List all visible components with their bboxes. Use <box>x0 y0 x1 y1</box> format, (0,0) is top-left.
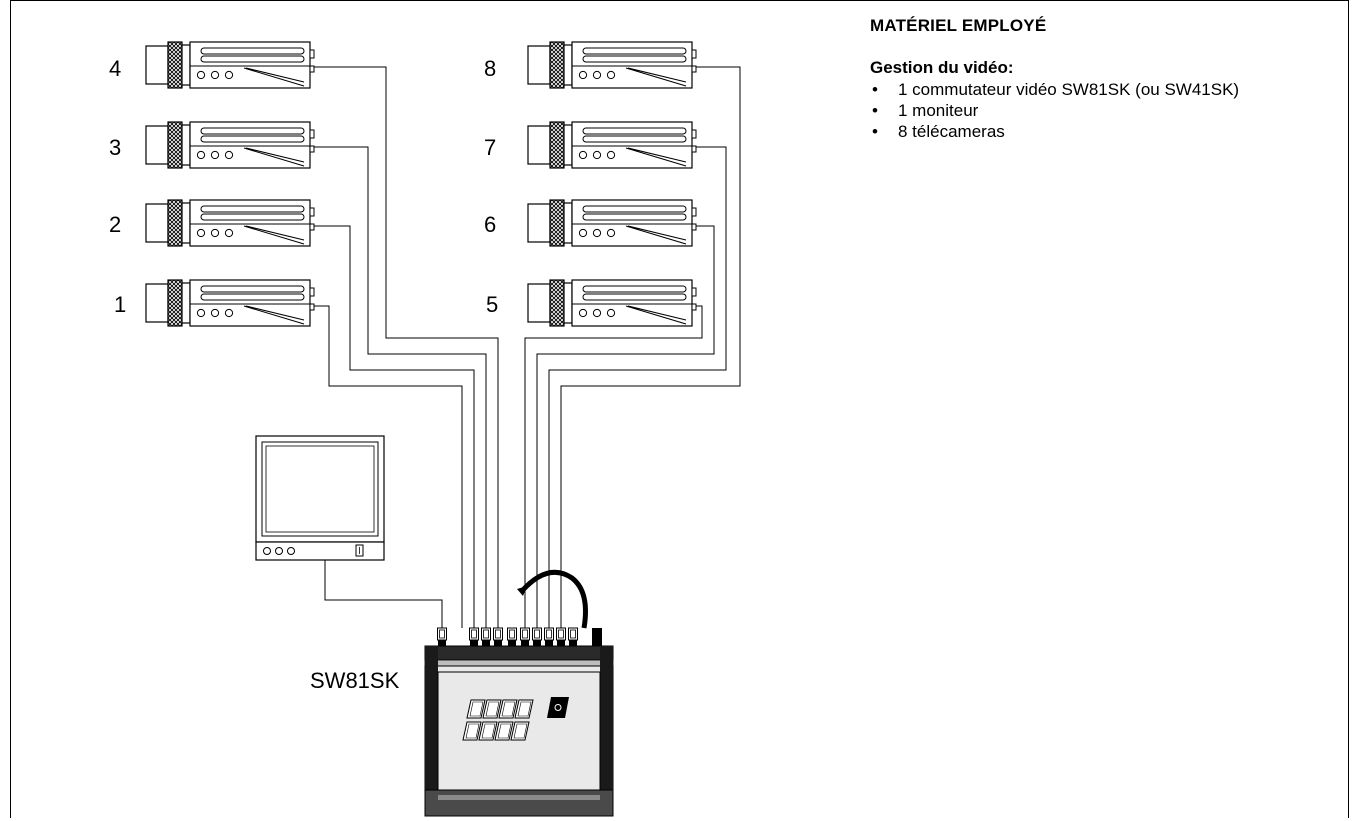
camera-number-3: 3 <box>109 135 121 160</box>
camera-6 <box>527 199 697 247</box>
list-item: •8 télécameras <box>872 122 1005 141</box>
camera-3 <box>145 121 315 169</box>
camera-4 <box>145 41 315 89</box>
camera-number-1: 1 <box>114 292 126 317</box>
monitor <box>255 435 385 561</box>
camera-2 <box>145 199 315 247</box>
system-diagram: 1 2 3 4 5 6 7 8 <box>109 41 741 817</box>
camera-number-4: 4 <box>109 56 121 81</box>
list-item: •1 commutateur vidéo SW81SK (ou SW41SK) <box>872 80 1240 99</box>
switcher-keypad <box>462 697 569 741</box>
camera-number-7: 7 <box>484 135 496 160</box>
camera-7 <box>527 121 697 169</box>
equipment-list: •1 commutateur vidéo SW81SK (ou SW41SK) … <box>870 80 1340 141</box>
equipment-panel: MATÉRIEL EMPLOYÉ Gestion du vidéo: •1 co… <box>870 16 1340 143</box>
equipment-title: MATÉRIEL EMPLOYÉ <box>870 16 1047 35</box>
camera-number-2: 2 <box>109 212 121 237</box>
switcher-connectors <box>437 627 602 647</box>
camera-number-8: 8 <box>484 56 496 81</box>
page-frame <box>10 0 1349 818</box>
camera-number-5: 5 <box>486 292 498 317</box>
switcher-label: SW81SK <box>310 668 400 693</box>
video-cables <box>314 66 741 628</box>
video-management-title: Gestion du vidéo: <box>870 58 1014 77</box>
list-item: •1 moniteur <box>872 101 979 120</box>
power-cable <box>520 569 588 629</box>
camera-8 <box>527 41 697 89</box>
camera-number-6: 6 <box>484 212 496 237</box>
camera-5 <box>527 279 697 327</box>
camera-1 <box>145 279 315 327</box>
